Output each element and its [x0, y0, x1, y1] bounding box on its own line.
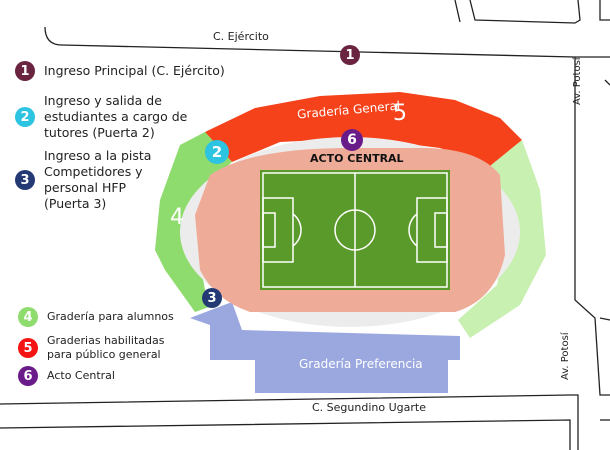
- legend-text: Ingreso a la pista Competidores y person…: [44, 148, 152, 211]
- legend-text: Gradería para alumnos: [47, 310, 174, 323]
- legend-item-1: 1 Ingreso Principal (C. Ejército): [15, 61, 225, 81]
- central-act-label: ACTO CENTRAL: [310, 152, 404, 165]
- street-label-segundino-ugarte: C. Segundino Ugarte: [312, 401, 426, 414]
- legend-text: Acto Central: [47, 369, 115, 382]
- street-label-av-potosi-upper: Av. Potosí: [572, 57, 583, 105]
- right-stand[interactable]: [458, 140, 546, 338]
- legend-item-6: 6 Acto Central: [18, 366, 115, 386]
- student-stand-number: 4: [170, 205, 184, 230]
- general-stand-number: 5: [393, 101, 407, 126]
- legend-badge-1: 1: [15, 61, 35, 81]
- football-field[interactable]: [260, 170, 450, 290]
- legend-text: Ingreso y salida de estudiantes a cargo …: [44, 93, 188, 140]
- general-stand[interactable]: [205, 92, 522, 166]
- street-label-av-potosi-lower: Av. Potosí: [560, 332, 571, 380]
- legend-badge-6: 6: [18, 366, 38, 386]
- marker-2-gate[interactable]: 2: [205, 140, 229, 164]
- street-label-c-ejercito: C. Ejército: [213, 30, 269, 43]
- legend-item-5: 5 Graderias habilitadas para público gen…: [18, 334, 172, 362]
- legend-badge-2: 2: [15, 107, 35, 127]
- legend-item-4: 4 Gradería para alumnos: [18, 307, 174, 327]
- marker-1-main-entrance[interactable]: 1: [340, 45, 360, 65]
- legend-text: Ingreso Principal (C. Ejército): [44, 63, 225, 78]
- legend-badge-5: 5: [18, 338, 38, 358]
- legend-badge-4: 4: [18, 307, 38, 327]
- legend-text: Graderias habilitadas para público gener…: [47, 334, 165, 361]
- legend-badge-3: 3: [15, 170, 35, 190]
- legend-item-3: 3 Ingreso a la pista Competidores y pers…: [15, 148, 159, 212]
- marker-6-central-act[interactable]: 6: [341, 129, 363, 151]
- legend-item-2: 2 Ingreso y salida de estudiantes a carg…: [15, 93, 194, 141]
- preference-stand-label: Gradería Preferencia: [299, 357, 423, 371]
- preference-stand[interactable]: [190, 302, 460, 393]
- marker-3-gate[interactable]: 3: [202, 288, 222, 308]
